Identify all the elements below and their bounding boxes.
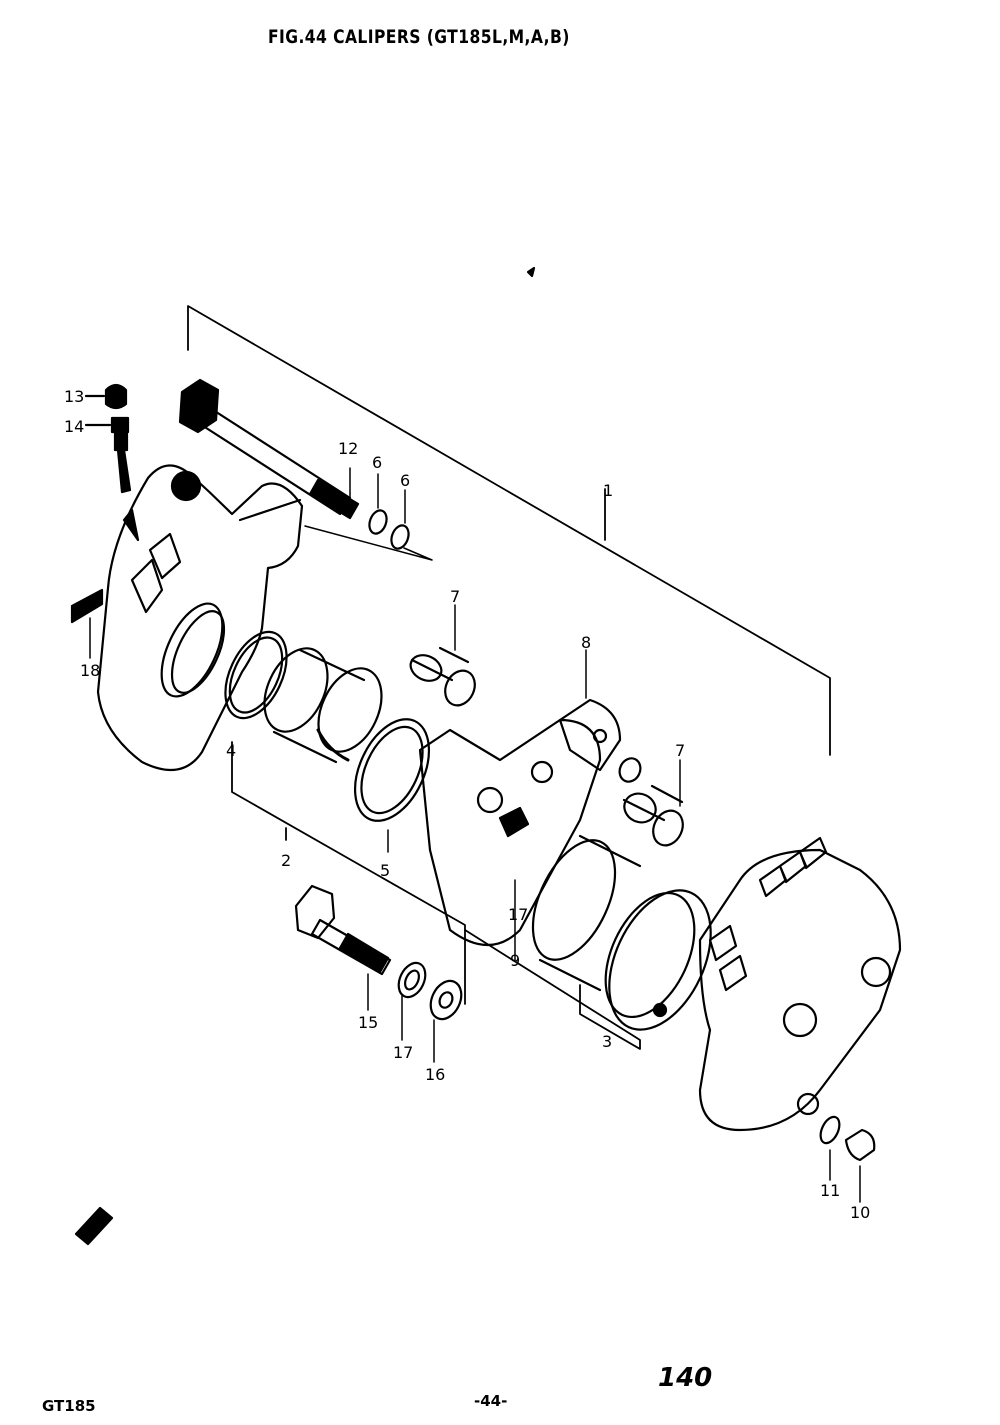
callout-13: 13 [64,387,84,406]
footer-model: GT185 [42,1397,96,1415]
callout-15: 15 [358,1013,378,1032]
assembly-3-bracket [464,929,641,1050]
o-rings-part-6 [304,473,433,561]
caution-label-part-18 [70,588,104,659]
callout-1: 1 [603,481,613,500]
bleeder-cap-part-13 [84,383,128,410]
caliper-axle-part-12 [178,378,360,520]
callout-17a: 17 [508,905,528,924]
stray-mark-arrow [74,1206,114,1246]
callout-2: 2 [281,851,291,870]
callout-5: 5 [380,861,390,880]
callout-17b: 17 [393,1043,413,1062]
brake-pads-part-3 [531,834,712,1031]
mounting-bolt-part-15 [294,884,392,1011]
callout-6b: 6 [400,471,410,490]
piston-seal-part-4 [224,630,288,720]
pad-spring-part-8 [558,649,642,783]
callout-12: 12 [338,439,358,458]
callout-7b: 7 [675,741,685,760]
sleeve-part-7-left [409,604,476,707]
caliper-housing-left [96,464,304,772]
footer-page-marker: -44- [474,1392,508,1410]
bleeder-valve-part-14 [84,416,132,494]
callout-14: 14 [64,417,84,436]
assembly-1-bracket [187,305,831,756]
washer-part-11 [819,1115,841,1181]
screw-part-10 [844,1128,876,1203]
callout-10: 10 [850,1203,870,1222]
dust-boot-part-5 [353,718,431,853]
callout-labels: 1 2 3 4 5 6 6 7 7 8 9 10 11 12 13 14 15 … [64,387,870,1222]
callout-11: 11 [820,1181,840,1200]
callout-7a: 7 [450,587,460,606]
callout-18: 18 [80,661,100,680]
assembly-2-bracket [231,741,466,1005]
caliper-bracket [418,718,602,961]
washer-part-16 [429,979,463,1063]
sleeve-part-7-right [622,759,684,847]
callout-4: 4 [226,741,236,760]
caliper-piston [263,647,383,764]
stray-mark [526,266,536,278]
lock-washer-part-17 [397,961,427,1041]
callout-3: 3 [602,1032,612,1051]
callout-6a: 6 [372,453,382,472]
callout-16: 16 [425,1065,445,1084]
callout-9: 9 [510,951,520,970]
figure-title: FIG.44 CALIPERS (GT185L,M,A,B) [268,26,570,48]
caliper-housing-right [698,836,902,1132]
callout-8: 8 [581,633,591,652]
footer-page-number: 140 [658,1363,713,1393]
